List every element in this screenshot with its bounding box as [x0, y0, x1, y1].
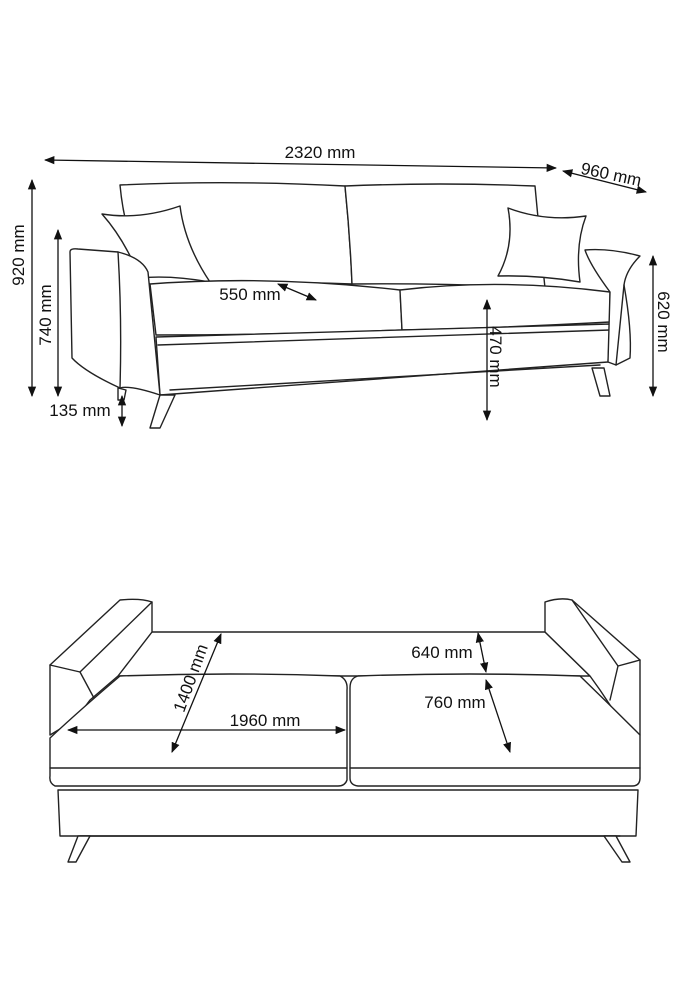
seat-cushion-right	[399, 283, 611, 331]
front-section-label: 760 mm	[424, 693, 485, 712]
sofa-base	[57, 789, 639, 837]
closed-sofa-drawing	[69, 182, 641, 429]
bed-back-section	[94, 631, 591, 677]
leg	[591, 367, 611, 397]
seat-depth-label: 550 mm	[219, 285, 280, 304]
leg	[149, 394, 176, 429]
sofa-base	[155, 323, 611, 396]
leg	[67, 835, 91, 863]
leg	[603, 835, 631, 863]
bed-width-label: 1960 mm	[230, 711, 301, 730]
right-arm	[584, 248, 641, 366]
leg-height-label: 135 mm	[49, 401, 110, 420]
armrest-height-label: 740 mm	[36, 284, 55, 345]
total-height-label: 920 mm	[9, 224, 28, 285]
bed-seat-right	[349, 673, 641, 787]
closed-dimensions: 2320 mm 960 mm 920 mm 740 mm 135 mm 550 …	[9, 143, 673, 428]
right-arm	[544, 598, 641, 736]
back-section-label: 640 mm	[411, 643, 472, 662]
seat-height-label: 470 mm	[486, 326, 505, 387]
width-label: 2320 mm	[285, 143, 356, 162]
depth-label: 960 mm	[579, 159, 643, 190]
left-arm	[69, 248, 161, 396]
pillow-right	[497, 207, 587, 283]
side-height-label: 620 mm	[654, 291, 673, 352]
